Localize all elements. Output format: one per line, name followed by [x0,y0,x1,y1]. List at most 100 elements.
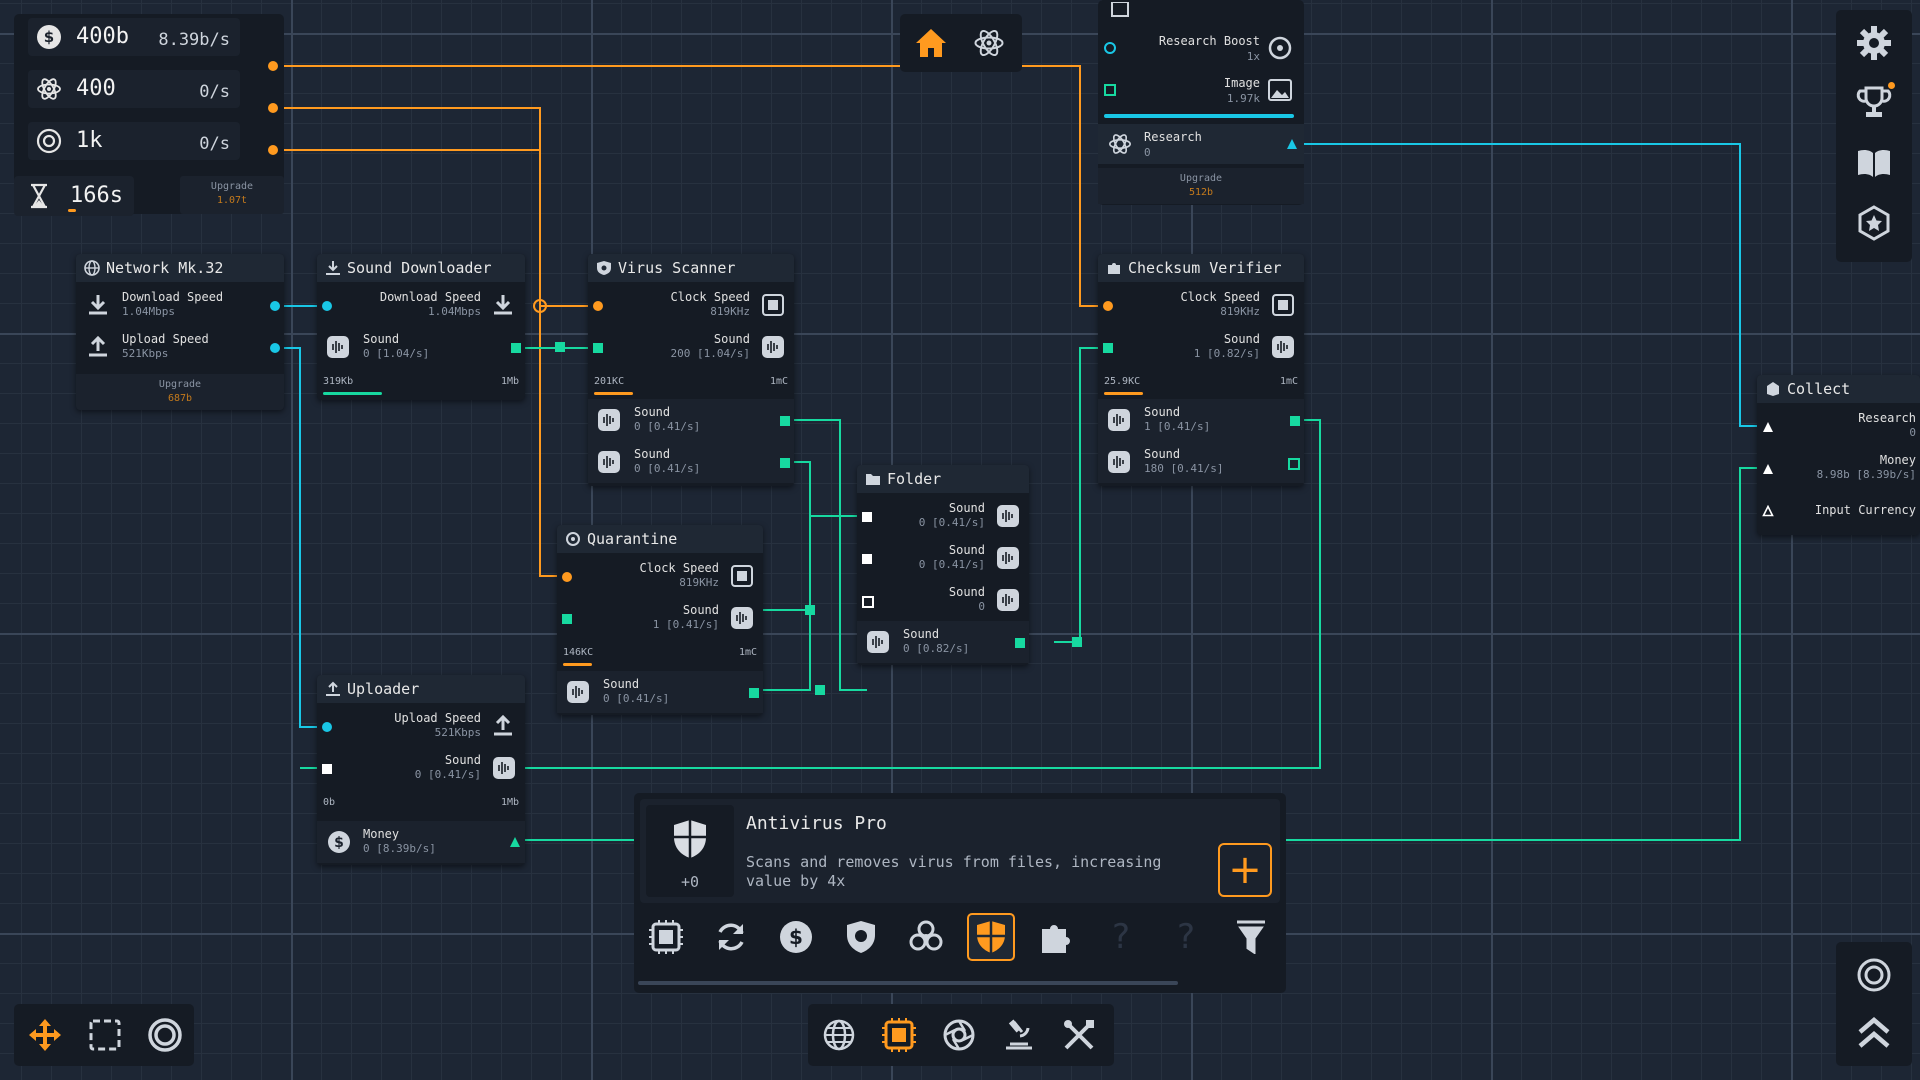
boost-input-port[interactable] [1104,42,1116,54]
money-input-port[interactable] [1762,463,1774,475]
collapse-button[interactable] [1849,1008,1899,1058]
category-processing-button[interactable] [872,1010,926,1060]
palette-locked-button[interactable]: ? [1097,913,1145,961]
biohazard-icon [566,532,580,546]
upload-icon [494,714,512,736]
money-output-row: $ Money 0 [8.39b/s] [317,821,525,863]
input-output-port[interactable] [268,145,278,155]
research-output-port[interactable] [268,103,278,113]
palette-refresh-button[interactable] [707,913,755,961]
home-button[interactable] [906,19,956,67]
center-view-button[interactable] [1849,950,1899,1000]
circle-tool-button[interactable] [140,1010,190,1060]
sound-output-row: Sound 180 [0.41/s] [1098,441,1304,483]
category-research-button[interactable] [932,1010,986,1060]
research-row-image: Image 1.97k [1098,70,1304,110]
palette-biohazard-button[interactable] [902,913,950,961]
sound-input-port[interactable] [862,554,872,564]
node-title: Virus Scanner [618,259,736,277]
research-row-boost: Research Boost 1x [1098,28,1304,68]
row-label: Upload Speed [394,711,481,725]
download-input-port[interactable] [322,301,332,311]
palette-filter-button[interactable] [1227,913,1275,961]
palette-virus-scan-button[interactable] [837,913,885,961]
row-sub: 0 [0.41/s] [634,462,701,475]
sound-downloader-node[interactable]: Sound Downloader Download Speed 1.04Mbps… [317,254,525,400]
clock-speed-row: Clock Speed 819KHz [557,555,763,597]
sound-output-port[interactable] [511,343,521,353]
chip-icon [649,920,683,954]
palette-scrollbar[interactable] [638,981,1178,985]
sound-output-port[interactable] [1288,458,1300,470]
download-output-port[interactable] [270,301,280,311]
money-output-port[interactable] [268,61,278,71]
palette-locked-button[interactable]: ? [1162,913,1210,961]
circle-icon [148,1018,182,1052]
palette-antivirus-button[interactable] [967,913,1015,961]
timer-stat: 166s [14,176,134,216]
add-component-button[interactable]: + [1218,843,1272,897]
input-currency-port[interactable] [1762,505,1774,517]
sound-output-port[interactable] [780,416,790,426]
sound-input-port[interactable] [562,614,572,624]
category-lab-button[interactable] [992,1010,1046,1060]
network-node[interactable]: Network Mk.32 Download Speed 1.04Mbps Up… [76,254,284,410]
prestige-button[interactable] [1849,198,1899,248]
hidden-upgrade[interactable]: Upgrade 1.07t [180,176,284,214]
virus-scanner-node[interactable]: Virus Scanner Clock Speed 819KHz Sound 2… [588,254,794,486]
image-input-port[interactable] [1104,84,1116,96]
node-title: Collect [1787,380,1851,398]
quarantine-node[interactable]: Quarantine Clock Speed 819KHz Sound 1 [0… [557,525,763,715]
sound-input-port[interactable] [322,764,332,774]
palette-chip-button[interactable] [642,913,690,961]
row-sub: 8.98b [8.39b/s] [1816,468,1916,481]
folder-node[interactable]: Folder Sound 0 [0.41/s] Sound 0 [0.41/s]… [857,465,1029,665]
wire-cyan [273,347,327,728]
sound-output-port[interactable] [1290,416,1300,426]
sound-input-port[interactable] [593,343,603,353]
category-tools-button[interactable] [1052,1010,1106,1060]
clock-input-port[interactable] [562,572,572,582]
shield-gear-icon [597,261,611,275]
bar-left-label: 146KC [563,647,594,658]
move-tool-button[interactable] [20,1010,70,1060]
upload-input-port[interactable] [322,722,332,732]
guide-button[interactable] [1849,138,1899,188]
collect-node[interactable]: Collect Research 0 Money 8.98b [8.39b/s]… [1757,375,1920,535]
component-palette: +0 Antivirus Pro Scans and removes virus… [634,793,1286,993]
palette-dollar-button[interactable]: $ [772,913,820,961]
sound-icon [493,757,515,779]
research-output-port[interactable] [1286,138,1298,150]
node-header: Quarantine [557,525,763,553]
research-input-port[interactable] [1762,421,1774,433]
settings-button[interactable] [1849,18,1899,68]
sound-input-row: Sound 1 [0.41/s] [557,597,763,639]
checksum-verifier-node[interactable]: Checksum Verifier Clock Speed 819KHz Sou… [1098,254,1304,486]
category-network-button[interactable] [812,1010,866,1060]
palette-puzzle-button[interactable] [1032,913,1080,961]
money-output-port[interactable] [509,836,521,848]
sound-input-port[interactable] [862,596,874,608]
network-upgrade[interactable]: Upgrade 687b [76,374,284,410]
bottom-right-controls [1836,942,1912,1066]
select-tool-button[interactable] [80,1010,130,1060]
sound-input-port[interactable] [1103,343,1113,353]
row-label: Input Currency [1814,503,1916,517]
sound-input-port[interactable] [862,512,872,522]
clock-input-port[interactable] [593,301,603,311]
move-icon [29,1019,61,1051]
research-panel: Research Boost 1x Image 1.97k Research 0… [1098,0,1304,205]
sound-output-port[interactable] [749,688,759,698]
collect-icon [1767,382,1779,396]
upload-output-port[interactable] [270,343,280,353]
row-label: Clock Speed [639,561,719,575]
achievements-button[interactable] [1849,78,1899,128]
research-upgrade[interactable]: Upgrade 512b [1098,168,1304,204]
research-mode-button[interactable] [964,19,1014,67]
progress-bar [323,392,382,395]
sound-output-port[interactable] [1015,638,1025,648]
clock-input-port[interactable] [1103,301,1113,311]
uploader-node[interactable]: Uploader Upload Speed 521Kbps Sound 0 [0… [317,675,525,865]
sound-output-port[interactable] [780,458,790,468]
sound-icon [1108,451,1130,473]
